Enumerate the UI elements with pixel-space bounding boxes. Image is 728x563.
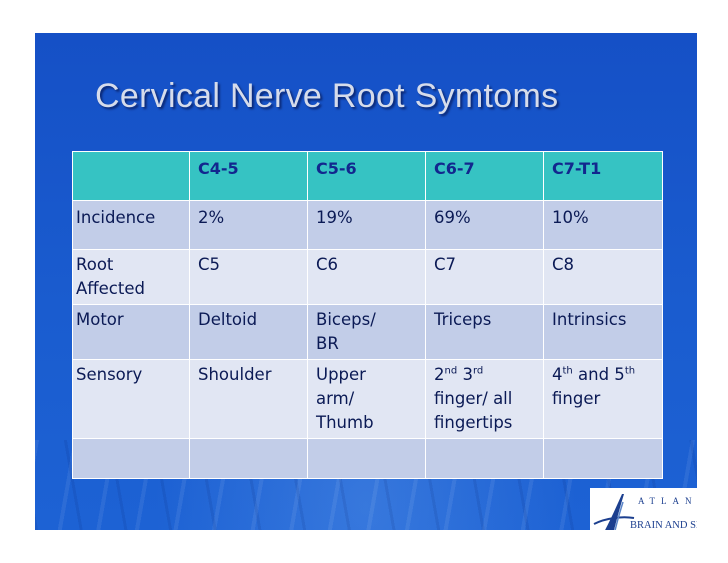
header-corner-cell [72,151,190,201]
header-c6-7: C6-7 [425,151,544,201]
header-c4-5: C4-5 [189,151,308,201]
c8-line2: finger [552,389,601,408]
c7-line2: finger/ all [434,389,513,408]
row-label-sensory: Sensory [72,359,190,439]
blank-cell-4 [425,438,544,479]
c7-sup2: rd [472,365,484,377]
row-label-root: Root Affected [72,249,190,305]
upper-line2: arm/ [316,389,355,408]
logo-line1: ATLANTA [638,496,697,506]
blank-cell-1 [72,438,190,479]
c8-sup2: th [624,365,636,377]
header-row: C4-5 C5-6 C6-7 C7-T1 [72,151,663,201]
row-label-incidence: Incidence [72,200,190,250]
table-row-root: Root Affected C5 C6 C7 C8 [72,249,663,305]
symptoms-table: C4-5 C5-6 C6-7 C7-T1 Incidence 2% 19% 69… [72,151,663,479]
cell-incidence-c4-5: 2% [189,200,308,250]
table-row-sensory: Sensory Shoulder Upper arm/ Thumb 2nd 3r… [72,359,663,439]
logo-line2: BRAIN AND SPINE CARE [630,520,697,530]
slide: Cervical Nerve Root Symtoms C4-5 C5-6 C6… [35,33,697,530]
c8-num1: 4 [552,365,563,384]
table-row-motor: Motor Deltoid Biceps/ BR Triceps Intrins… [72,304,663,360]
cell-motor-c4-5: Deltoid [189,304,308,360]
cell-root-c7-t1: C8 [543,249,663,305]
blank-cell-5 [543,438,663,479]
upper-line3: Thumb [316,413,374,432]
slide-title: Cervical Nerve Root Symtoms [95,77,559,115]
cell-root-c4-5: C5 [189,249,308,305]
c7-num1: 2 [434,365,445,384]
cell-sensory-c4-5: Shoulder [189,359,308,439]
biceps-line2: BR [316,334,339,353]
c7-line3: fingertips [434,413,513,432]
c8-and: and 5 [578,365,625,384]
cell-sensory-c6-7: 2nd 3rd finger/ all fingertips [425,359,544,439]
atlanta-brain-spine-logo: ATLANTA BRAIN AND SPINE CARE [590,488,697,530]
cell-sensory-c5-6: Upper arm/ Thumb [307,359,426,439]
c7-num2: 3 [462,365,473,384]
upper-line1: Upper [316,365,366,384]
c8-sup1: th [562,365,573,377]
blank-cell-3 [307,438,426,479]
cell-incidence-c5-6: 19% [307,200,426,250]
header-c7-t1: C7-T1 [543,151,663,201]
cell-motor-c7-t1: Intrinsics [543,304,663,360]
cell-motor-c5-6: Biceps/ BR [307,304,426,360]
cell-incidence-c7-t1: 10% [543,200,663,250]
cell-incidence-c6-7: 69% [425,200,544,250]
cell-sensory-c7-t1: 4th and 5th finger [543,359,663,439]
logo-swoosh-icon [593,494,635,530]
header-c5-6: C5-6 [307,151,426,201]
root-label-line1: Root [76,255,114,274]
cell-motor-c6-7: Triceps [425,304,544,360]
blank-cell-2 [189,438,308,479]
biceps-line1: Biceps/ [316,310,376,329]
cell-root-c6-7: C7 [425,249,544,305]
cell-root-c5-6: C6 [307,249,426,305]
table-row-blank [72,438,663,479]
table-row-incidence: Incidence 2% 19% 69% 10% [72,200,663,250]
row-label-motor: Motor [72,304,190,360]
root-label-line2: Affected [76,279,145,298]
c7-sup1: nd [444,365,458,377]
